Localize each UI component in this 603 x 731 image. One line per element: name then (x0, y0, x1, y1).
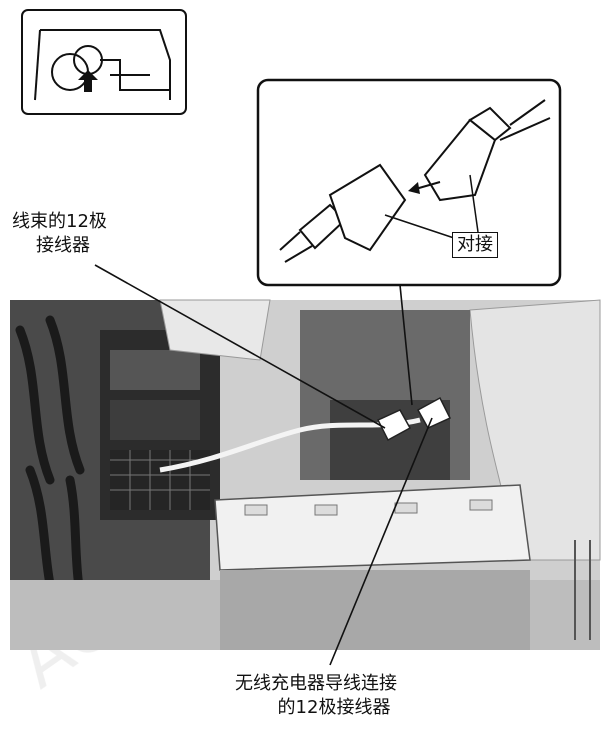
connect-tag: 对接 (452, 232, 498, 258)
harness-connector-label-line1: 线束的12极 (12, 211, 107, 232)
charger-connector-label-line1: 无线充电器导线连接 (235, 673, 397, 694)
harness-connector-label: 线束的12极 接线器 (12, 210, 107, 258)
svg-text:H: H (483, 67, 573, 164)
charger-connector-label: 无线充电器导线连接 的12极接线器 (235, 672, 397, 720)
harness-connector-label-line2: 接线器 (36, 235, 90, 256)
charger-connector-label-line2: 的12极接线器 (277, 697, 391, 718)
